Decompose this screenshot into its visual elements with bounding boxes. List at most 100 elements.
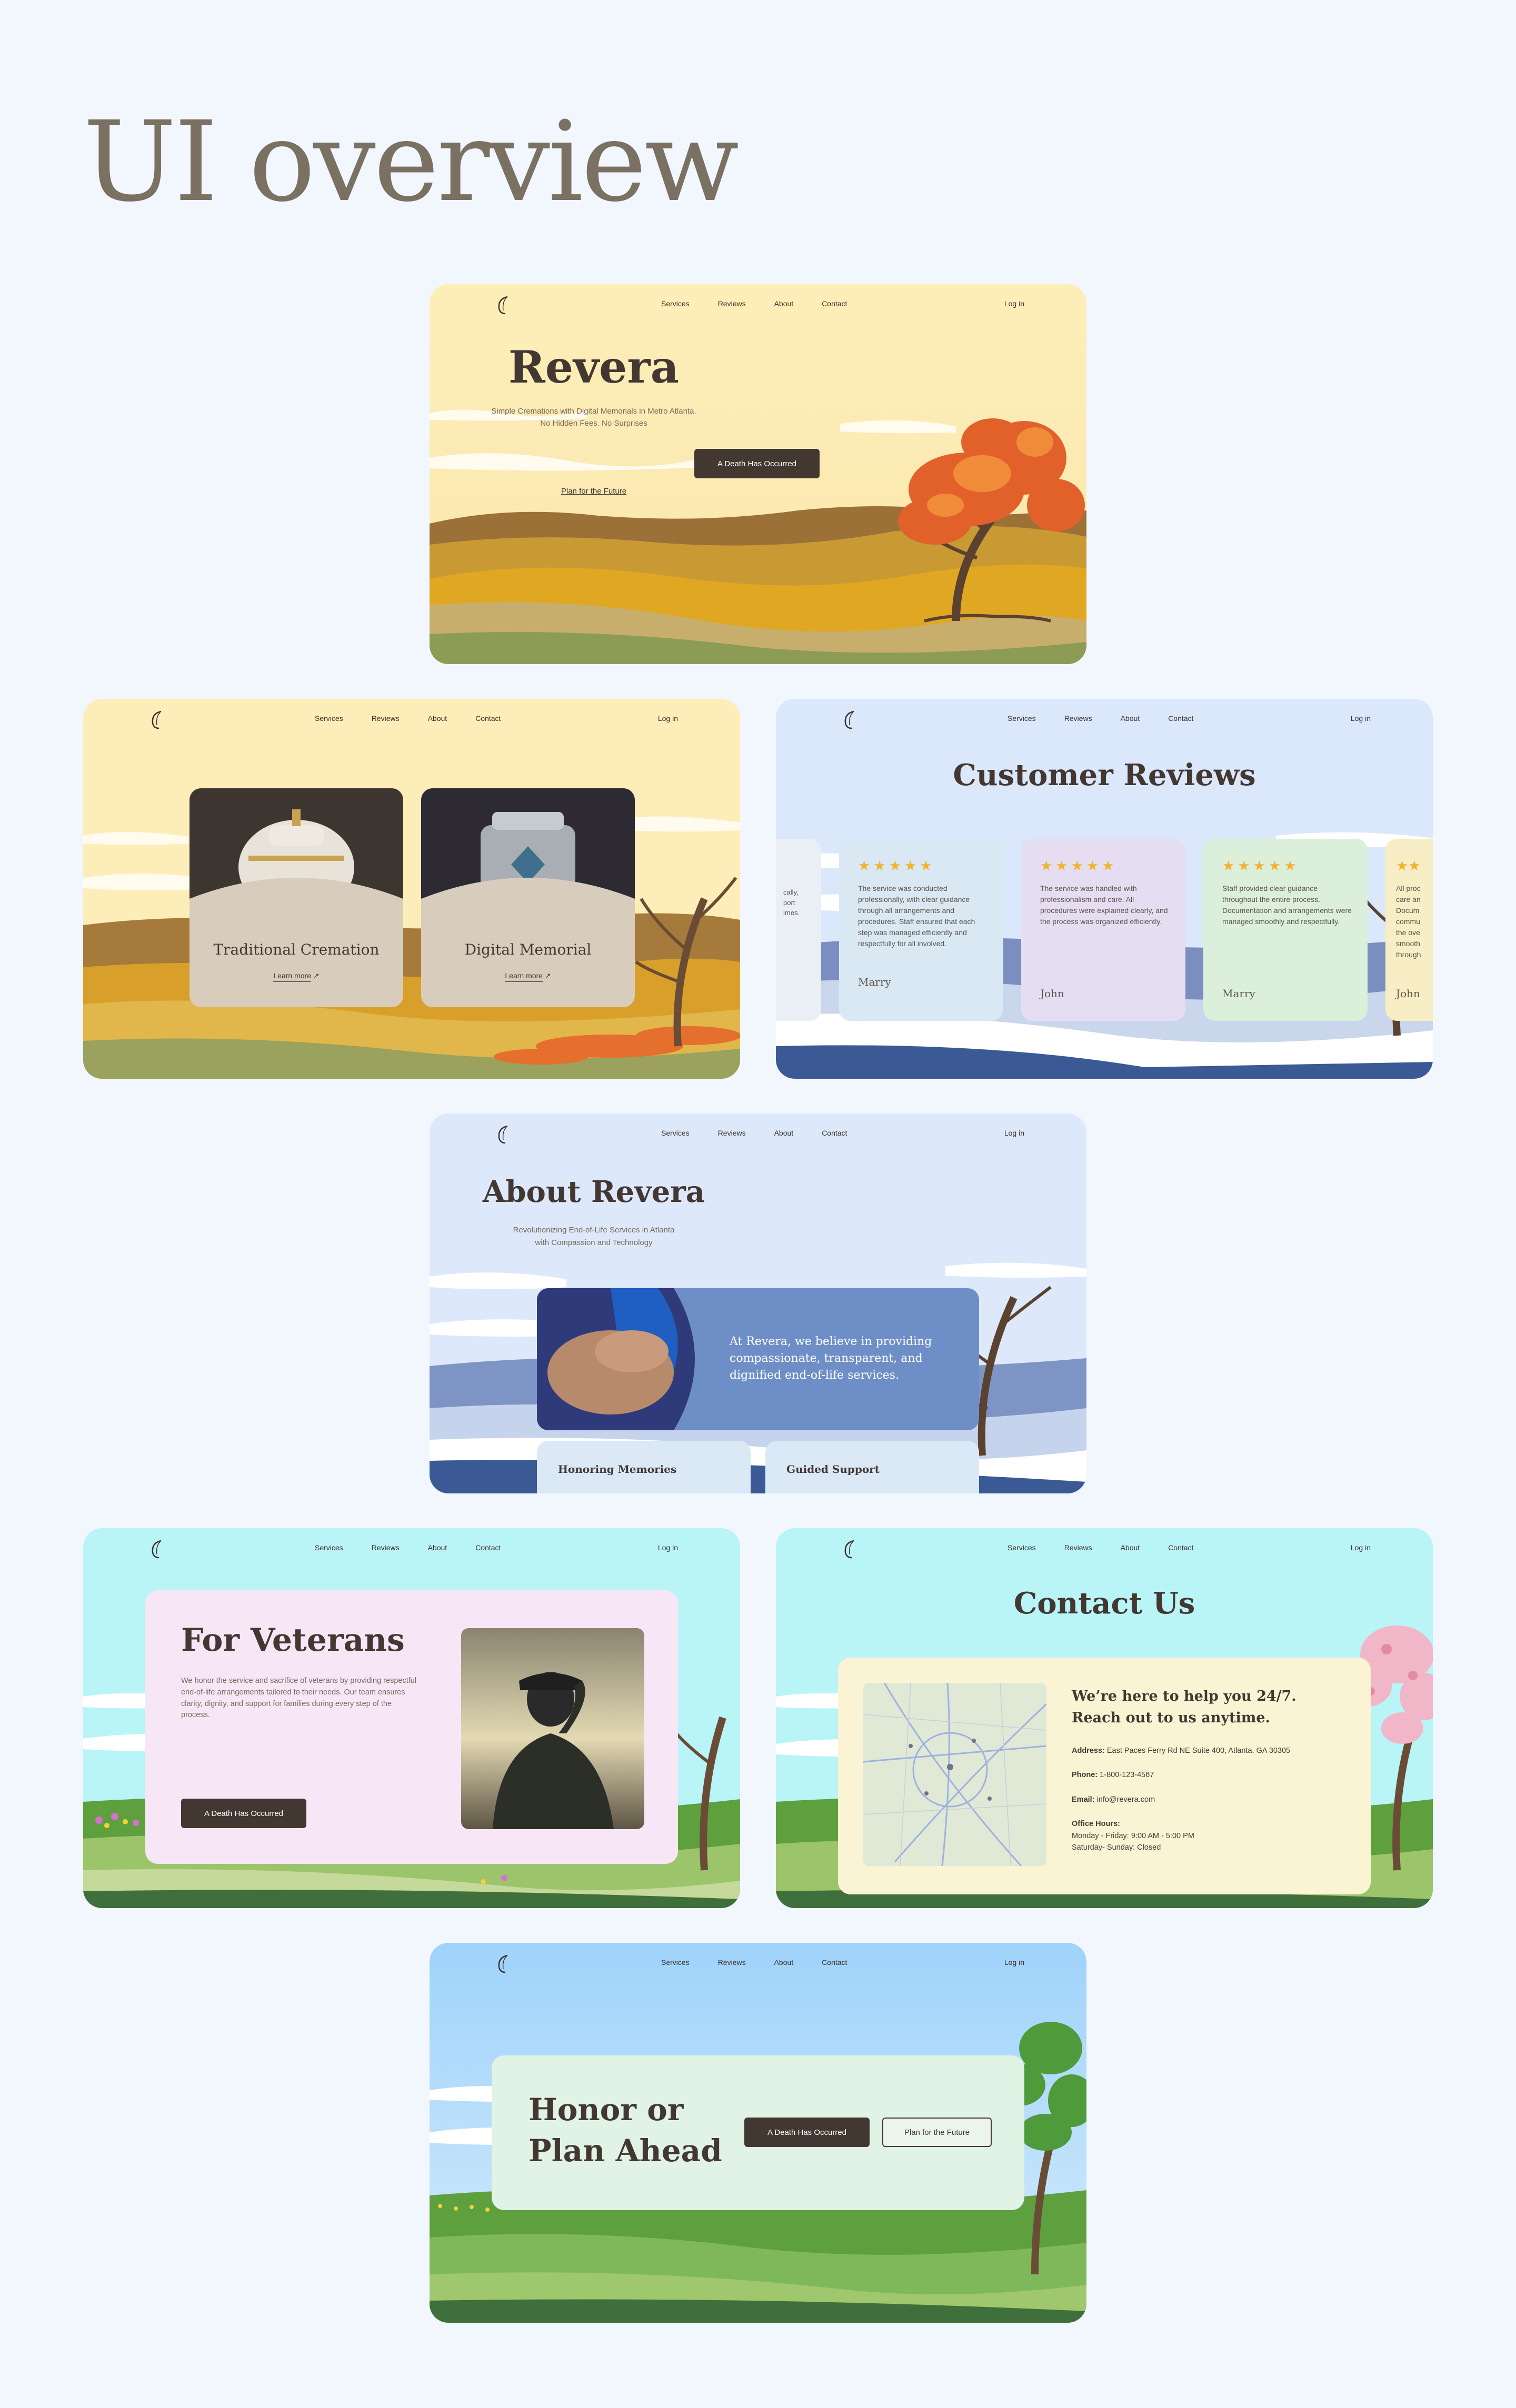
main-nav: Services Reviews About Contact — [661, 1958, 847, 1966]
feather-logo-icon[interactable] — [145, 707, 169, 731]
nav-about[interactable]: About — [427, 1543, 447, 1552]
nav-services[interactable]: Services — [315, 1543, 343, 1552]
contact-details: Address: East Paces Ferry Rd NE Suite 40… — [1072, 1745, 1290, 1854]
review-card: ★★★★★ Staff provided clear guidance thro… — [1203, 839, 1368, 1021]
nav-contact[interactable]: Contact — [1168, 714, 1194, 723]
nav-contact[interactable]: Contact — [475, 714, 501, 723]
veterans-title: For Veterans — [181, 1622, 405, 1659]
learn-more-link[interactable]: Learn more ↗ — [421, 971, 635, 982]
nav-services[interactable]: Services — [661, 1958, 690, 1966]
nav-services[interactable]: Services — [661, 299, 690, 308]
nav-about[interactable]: About — [774, 1129, 794, 1137]
nav-services[interactable]: Services — [1008, 714, 1036, 723]
overview-title: UI overview — [83, 97, 739, 226]
login-link[interactable]: Log in — [1350, 714, 1371, 723]
main-nav: Services Reviews About Contact — [661, 1129, 847, 1137]
about-title: About Revera — [482, 1175, 705, 1209]
screen-hero: Services Reviews About Contact Log in Re… — [430, 284, 1086, 664]
plan-future-link[interactable]: Plan for the Future — [561, 487, 627, 496]
screen-about: Services Reviews About Contact Log in Ab… — [430, 1113, 1086, 1493]
rating-stars: ★★★★★ — [1040, 858, 1118, 874]
login-link[interactable]: Log in — [1350, 1543, 1371, 1552]
reviews-title: Customer Reviews — [953, 758, 1256, 792]
contact-card: We’re here to help you 24/7. Reach out t… — [838, 1658, 1371, 1894]
feature-card-guided-support: Guided Support — [765, 1441, 979, 1493]
login-link[interactable]: Log in — [657, 714, 678, 723]
login-link[interactable]: Log in — [1004, 299, 1024, 308]
cta-card: Honor or Plan Ahead A Death Has Occurred… — [492, 2055, 1024, 2210]
review-card-partial: ★★ All proc care an Docum commu the ove … — [1385, 839, 1433, 1021]
death-occurred-button[interactable]: A Death Has Occurred — [744, 2118, 870, 2147]
nav-reviews[interactable]: Reviews — [717, 299, 746, 308]
office-hours: Office Hours: Monday - Friday: 9:00 AM -… — [1072, 1820, 1194, 1852]
cta-title: Honor or Plan Ahead — [528, 2092, 722, 2169]
screen-services: Services Reviews About Contact Log in Tr… — [83, 699, 740, 1079]
service-card-traditional-cremation[interactable]: Traditional Cremation Learn more ↗ — [190, 788, 403, 1007]
nav-contact[interactable]: Contact — [1168, 1543, 1194, 1552]
nav-reviews[interactable]: Reviews — [717, 1958, 746, 1966]
star-icon: ★★★★★ — [1222, 858, 1300, 874]
nav-about[interactable]: About — [774, 1958, 794, 1966]
rating-stars: ★★★★★ — [858, 858, 935, 874]
screen-veterans: Services Reviews About Contact Log in Fo… — [83, 1528, 740, 1908]
hero-title: Revera — [508, 341, 680, 393]
hero-subtitle: Simple Cremations with Digital Memorials… — [491, 407, 696, 428]
review-card: ★★★★★ The service was conducted professi… — [839, 839, 1003, 1021]
death-occurred-button[interactable]: A Death Has Occurred — [181, 1799, 306, 1828]
main-nav: Services Reviews About Contact — [315, 1543, 501, 1552]
star-icon: ★★★★★ — [1040, 858, 1118, 874]
feather-logo-icon[interactable] — [145, 1537, 169, 1561]
about-statement-card: At Revera, we believe in providing compa… — [537, 1288, 979, 1430]
contact-email[interactable]: Email: info@revera.com — [1072, 1795, 1155, 1804]
review-author: Marry — [858, 976, 891, 988]
learn-more-link[interactable]: Learn more ↗ — [190, 971, 403, 982]
screen-reviews: Services Reviews About Contact Log in Cu… — [776, 699, 1433, 1079]
main-nav: Services Reviews About Contact — [661, 299, 847, 308]
nav-reviews[interactable]: Reviews — [1064, 714, 1092, 723]
contact-phone[interactable]: Phone: 1-800-123-4567 — [1072, 1771, 1154, 1780]
main-nav: Services Reviews About Contact — [1008, 714, 1193, 723]
service-card-digital-memorial[interactable]: Digital Memorial Learn more ↗ — [421, 788, 635, 1007]
plan-future-button[interactable]: Plan for the Future — [882, 2118, 992, 2147]
nav-contact[interactable]: Contact — [822, 1958, 847, 1966]
login-link[interactable]: Log in — [657, 1543, 678, 1552]
nav-reviews[interactable]: Reviews — [371, 1543, 400, 1552]
service-card-title: Traditional Cremation — [213, 941, 380, 958]
nav-about[interactable]: About — [1120, 1543, 1140, 1552]
feather-logo-icon[interactable] — [838, 707, 862, 731]
nav-services[interactable]: Services — [1008, 1543, 1036, 1552]
login-link[interactable]: Log in — [1004, 1958, 1024, 1966]
review-card: ★★★★★ The service was handled with profe… — [1021, 839, 1185, 1021]
nav-contact[interactable]: Contact — [475, 1543, 501, 1552]
nav-contact[interactable]: Contact — [822, 299, 847, 308]
feature-card-honoring-memories: Honoring Memories — [537, 1441, 751, 1493]
feather-logo-icon[interactable] — [492, 1951, 516, 1975]
nav-reviews[interactable]: Reviews — [1064, 1543, 1092, 1552]
login-link[interactable]: Log in — [1004, 1129, 1024, 1137]
feather-logo-icon[interactable] — [838, 1537, 862, 1561]
feather-logo-icon[interactable] — [492, 1122, 516, 1146]
nav-contact[interactable]: Contact — [822, 1129, 847, 1137]
nav-reviews[interactable]: Reviews — [717, 1129, 746, 1137]
nav-reviews[interactable]: Reviews — [371, 714, 400, 723]
rating-stars: ★★★★★ — [1222, 858, 1300, 874]
contact-title: Contact Us — [1013, 1586, 1195, 1621]
nav-about[interactable]: About — [1120, 714, 1140, 723]
map-pin-icon — [909, 1739, 992, 1801]
nav-services[interactable]: Services — [315, 714, 343, 723]
review-author: John — [1040, 987, 1064, 1000]
death-occurred-button[interactable]: A Death Has Occurred — [694, 449, 820, 478]
star-icon: ★★★★★ — [858, 858, 935, 874]
autumn-bare-tree-illustration — [83, 699, 740, 1079]
feather-logo-icon[interactable] — [492, 293, 516, 317]
screen-cta: Services Reviews About Contact Log in Ho… — [430, 1943, 1086, 2323]
review-card-partial: cally, port imes. — [776, 839, 821, 1021]
arrow-up-right-icon: ↗ — [544, 971, 551, 980]
comforting-hands-photo — [537, 1288, 695, 1430]
main-nav: Services Reviews About Contact — [1008, 1543, 1193, 1552]
nav-services[interactable]: Services — [661, 1129, 690, 1137]
about-subtitle: Revolutionizing End-of-Life Services in … — [513, 1226, 675, 1247]
atlanta-map[interactable] — [863, 1683, 1046, 1866]
nav-about[interactable]: About — [774, 299, 794, 308]
nav-about[interactable]: About — [427, 714, 447, 723]
